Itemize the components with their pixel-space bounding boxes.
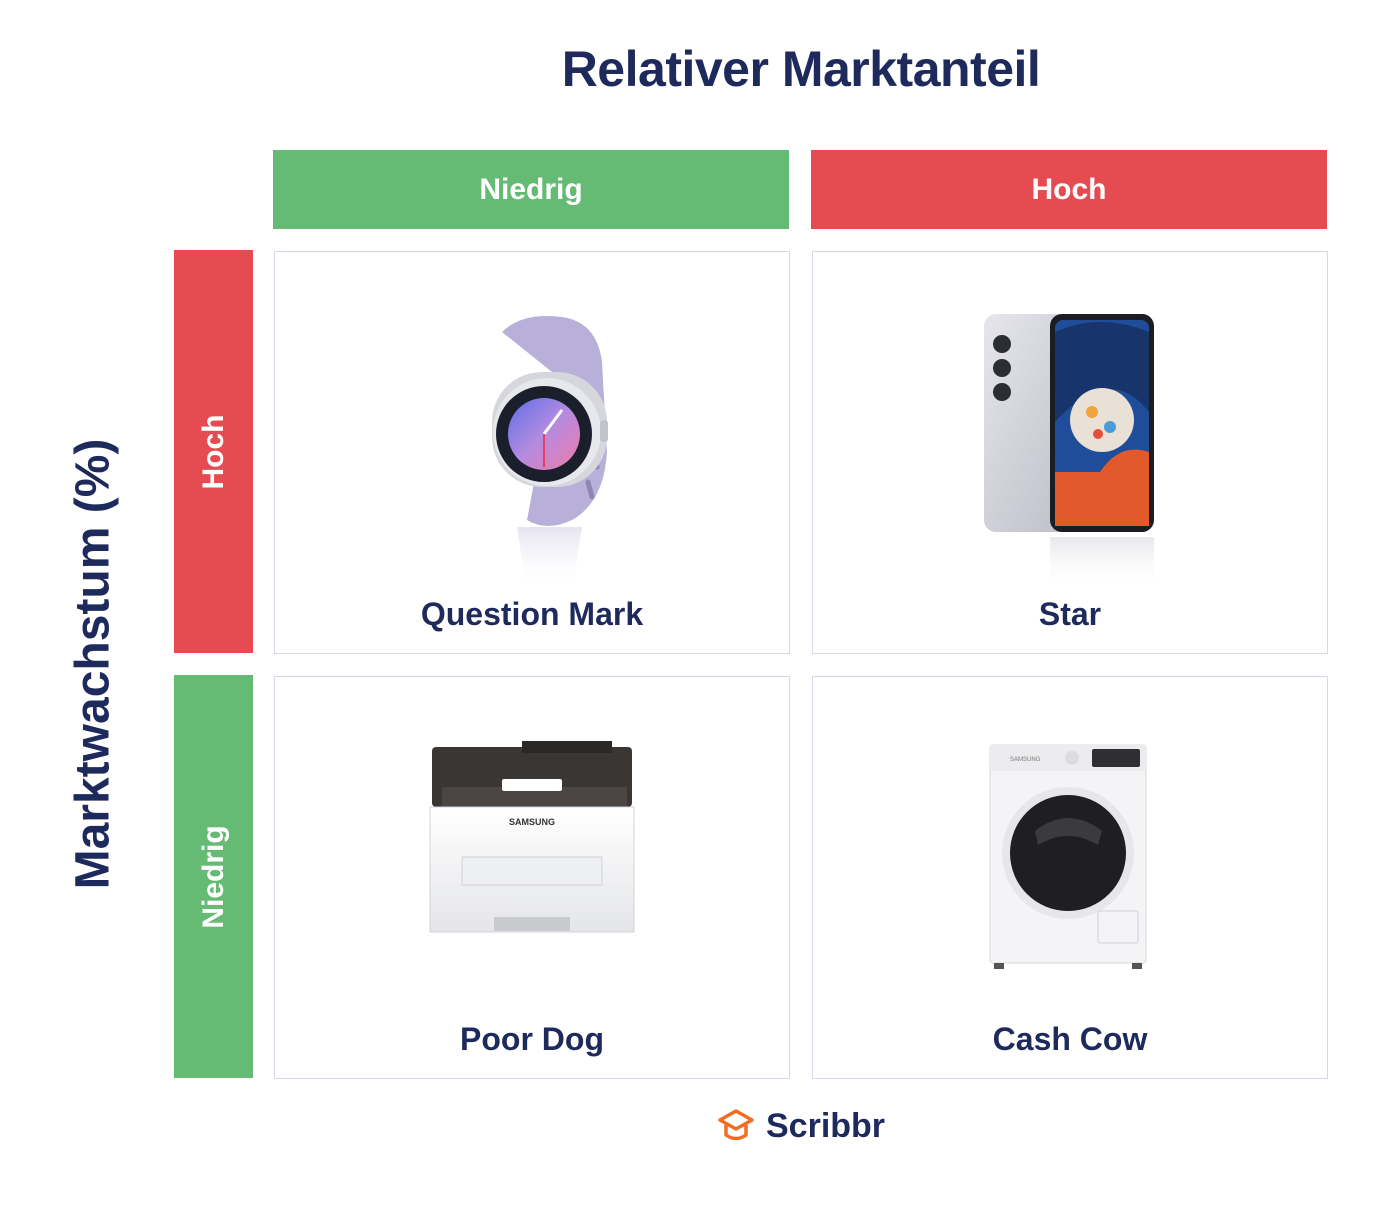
- brand-name: Scribbr: [766, 1107, 885, 1146]
- quadrant-question-mark: Question Mark: [274, 251, 790, 654]
- y-axis-title: Marktwachstum (%): [66, 439, 121, 890]
- quadrant-label: Question Mark: [275, 596, 789, 633]
- quadrant-poor-dog: SAMSUNG Poor Dog: [274, 676, 790, 1079]
- svg-text:SAMSUNG: SAMSUNG: [509, 817, 555, 827]
- row-header-high: Hoch: [174, 250, 253, 653]
- svg-text:SAMSUNG: SAMSUNG: [1010, 757, 1041, 763]
- quadrant-label: Star: [813, 596, 1327, 633]
- washing-machine-icon: SAMSUNG: [980, 735, 1160, 975]
- quadrant-label: Poor Dog: [275, 1021, 789, 1058]
- scribbr-logo: Scribbr: [716, 1106, 885, 1146]
- row-header-low-label: Niedrig: [197, 825, 231, 928]
- row-header-high-label: Hoch: [197, 414, 231, 489]
- chart-title: Relativer Marktanteil: [273, 40, 1329, 98]
- smartwatch-icon: [432, 292, 632, 592]
- quadrant-label: Cash Cow: [813, 1021, 1327, 1058]
- smartphone-icon: [970, 292, 1170, 592]
- row-header-low: Niedrig: [174, 675, 253, 1078]
- quadrant-star: Star: [812, 251, 1328, 654]
- printer-icon: SAMSUNG: [422, 717, 642, 957]
- quadrant-cash-cow: SAMSUNG Cash Cow: [812, 676, 1328, 1079]
- graduation-cap-icon: [716, 1106, 756, 1146]
- column-header-low: Niedrig: [273, 150, 789, 229]
- column-header-high: Hoch: [811, 150, 1327, 229]
